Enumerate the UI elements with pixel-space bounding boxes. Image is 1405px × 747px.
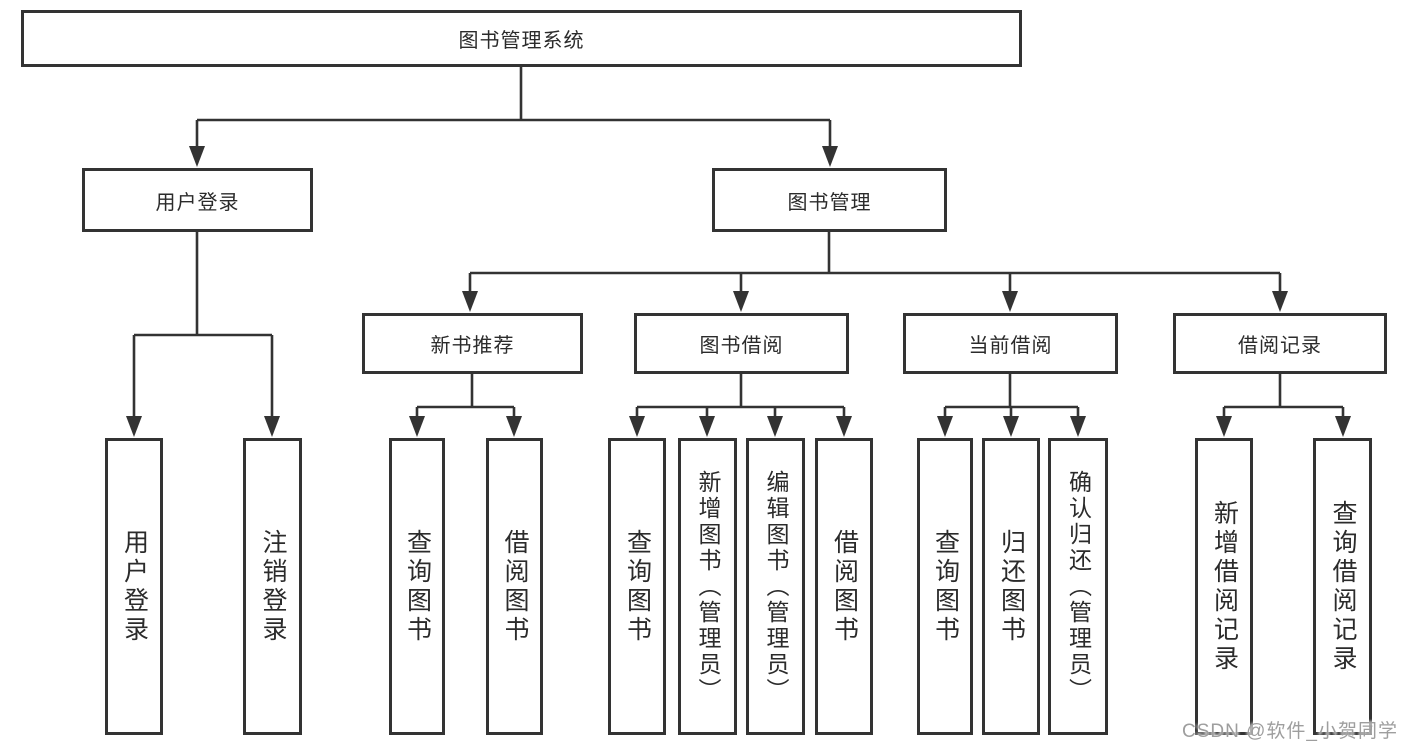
leaf-recommend-borrow-books: 借阅图书 (486, 438, 543, 735)
node-system-root: 图书管理系统 (21, 10, 1022, 67)
leaf-borrow-books: 借阅图书 (815, 438, 873, 735)
node-book-borrow: 图书借阅 (634, 313, 849, 374)
leaf-confirm-return-admin: 确认归还（管理员） (1048, 438, 1108, 735)
leaf-add-borrow-record-label: 新增借阅记录 (1210, 499, 1239, 674)
node-new-book-recommend-label: 新书推荐 (430, 335, 515, 357)
node-user-login-group: 用户登录 (82, 168, 313, 232)
watermark: CSDN @软件_小贺同学 (1182, 721, 1398, 742)
leaf-recommend-query-books-label: 查询图书 (403, 528, 432, 645)
leaf-logout: 注销登录 (243, 438, 302, 735)
leaf-user-login-label: 用户登录 (120, 528, 149, 645)
leaf-query-borrow-record-label: 查询借阅记录 (1329, 499, 1357, 674)
node-system-root-label: 图书管理系统 (458, 30, 585, 52)
leaf-borrow-query-books-label: 查询图书 (623, 528, 652, 645)
leaf-edit-book-admin-label: 编辑图书（管理员） (763, 469, 789, 704)
node-borrow-records-label: 借阅记录 (1238, 335, 1322, 357)
leaf-recommend-borrow-books-label: 借阅图书 (501, 528, 529, 645)
node-book-management-label: 图书管理 (787, 191, 872, 214)
leaf-return-book-label: 归还图书 (997, 528, 1026, 645)
leaf-add-borrow-record: 新增借阅记录 (1195, 438, 1253, 735)
leaf-confirm-return-admin-label: 确认归还（管理员） (1065, 469, 1092, 704)
node-current-borrow: 当前借阅 (903, 313, 1118, 374)
leaf-add-book-admin-label: 新增图书（管理员） (695, 469, 721, 704)
leaf-user-login: 用户登录 (105, 438, 163, 735)
leaf-recommend-query-books: 查询图书 (389, 438, 445, 735)
leaf-borrow-query-books: 查询图书 (608, 438, 666, 735)
leaf-return-book: 归还图书 (982, 438, 1040, 735)
leaf-edit-book-admin: 编辑图书（管理员） (746, 438, 805, 735)
node-user-login-group-label: 用户登录 (155, 191, 240, 214)
leaf-query-borrow-record: 查询借阅记录 (1313, 438, 1372, 735)
node-current-borrow-label: 当前借阅 (968, 335, 1053, 357)
leaf-current-query-books-label: 查询图书 (931, 528, 960, 645)
leaf-add-book-admin: 新增图书（管理员） (678, 438, 737, 735)
leaf-borrow-books-label: 借阅图书 (830, 528, 859, 645)
leaf-logout-label: 注销登录 (259, 528, 287, 645)
node-new-book-recommend: 新书推荐 (362, 313, 583, 374)
leaf-current-query-books: 查询图书 (917, 438, 973, 735)
node-book-management: 图书管理 (712, 168, 947, 232)
node-book-borrow-label: 图书借阅 (699, 335, 784, 357)
node-borrow-records: 借阅记录 (1173, 313, 1387, 374)
